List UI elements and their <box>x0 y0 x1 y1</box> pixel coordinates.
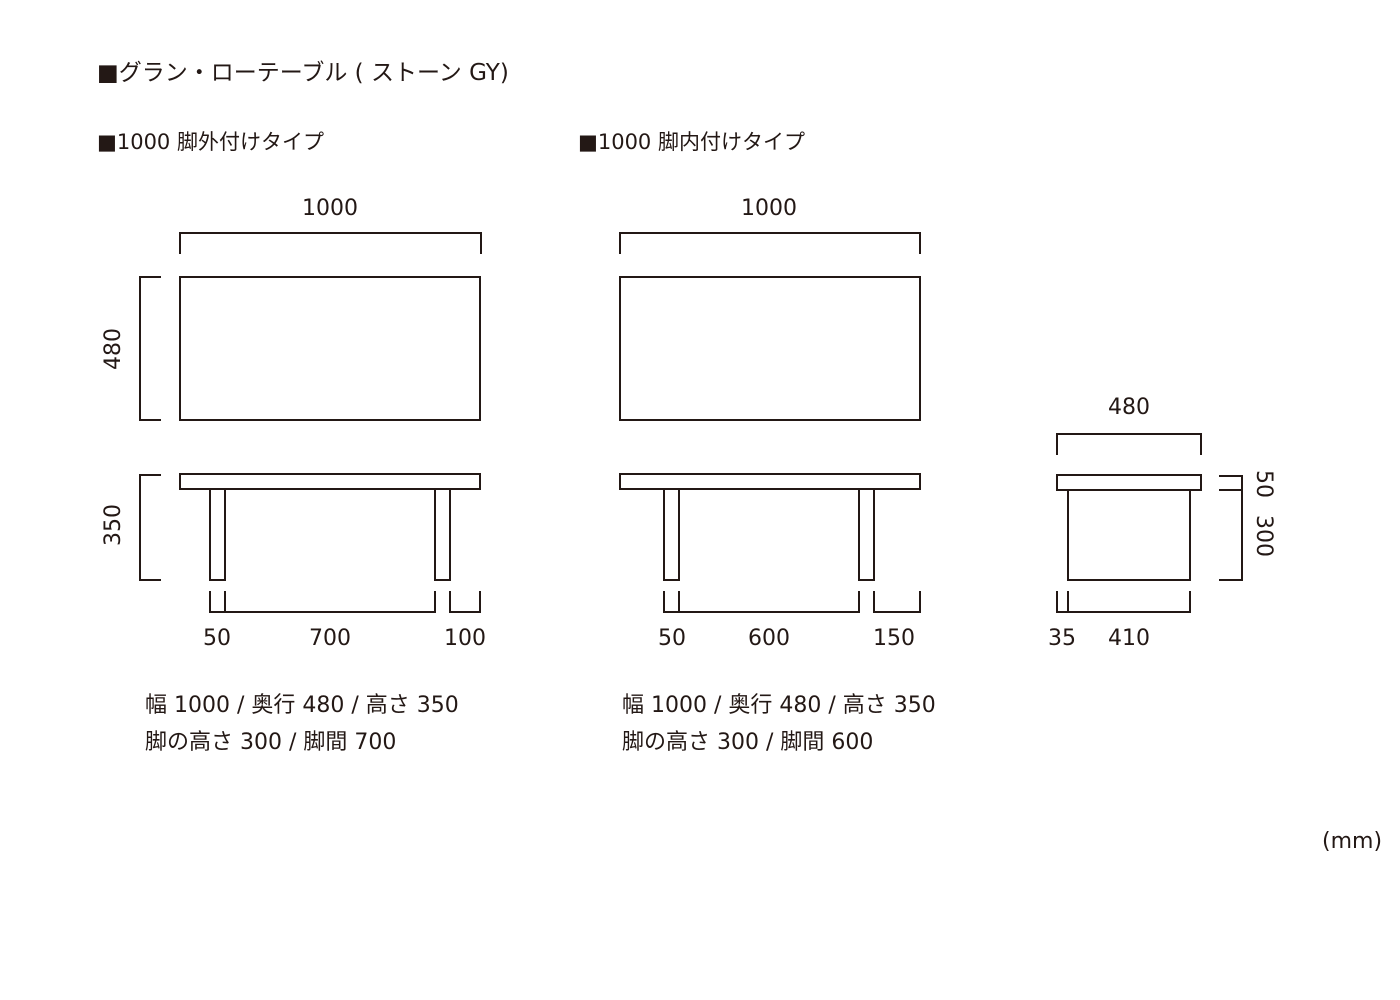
tabletop-end <box>1056 474 1202 491</box>
leg-span-label: 600 <box>748 626 790 651</box>
top-view <box>619 276 921 421</box>
leg-dim-brackets <box>663 591 921 613</box>
height-dim-bracket <box>139 474 161 581</box>
top-thickness-label: 50 <box>1251 470 1276 498</box>
spec-line-2: 脚の高さ 300 / 脚間 600 <box>622 730 873 755</box>
height-dim-label: 350 <box>101 504 126 546</box>
leg-width-label: 410 <box>1108 626 1150 651</box>
spec-line-1: 幅 1000 / 奥行 480 / 高さ 350 <box>622 693 936 718</box>
overhang-label: 100 <box>444 626 486 651</box>
leg-span-label: 700 <box>309 626 351 651</box>
leg-left <box>209 488 226 581</box>
top-view <box>179 276 481 421</box>
leg-panel <box>1067 489 1191 581</box>
depth-dim-label: 480 <box>101 328 126 370</box>
spec-line-1: 幅 1000 / 奥行 480 / 高さ 350 <box>145 693 459 718</box>
leg-inset-label: 50 <box>203 626 231 651</box>
depth-dim-bracket <box>139 276 161 421</box>
inner-leg-type: ■1000 脚内付けタイプ 1000 50 600 150 幅 1000 / 奥… <box>578 130 936 755</box>
unit-label: (mm) <box>1322 829 1382 854</box>
width-dim-bracket <box>619 232 921 254</box>
depth-dim-bracket <box>1056 433 1202 455</box>
height-dim-bracket <box>1219 475 1243 581</box>
outer-leg-type: ■1000 脚外付けタイプ 1000 480 350 50 700 100 幅 … <box>97 130 486 755</box>
leg-height-label: 300 <box>1251 515 1276 557</box>
leg-right <box>858 488 875 581</box>
end-view: 480 50 300 35 410 <box>1048 395 1276 651</box>
outer-heading: ■1000 脚外付けタイプ <box>97 130 324 154</box>
leg-dim-brackets <box>209 591 481 613</box>
leg-left <box>663 488 680 581</box>
drawing-title: ■グラン・ローテーブル ( ストーン GY) <box>97 60 509 86</box>
leg-right <box>434 488 451 581</box>
width-dim-label: 1000 <box>302 196 358 221</box>
leg-dim-brackets <box>1056 591 1191 613</box>
spec-line-2: 脚の高さ 300 / 脚間 700 <box>145 730 396 755</box>
leg-inset-label: 50 <box>658 626 686 651</box>
leg-inset-label: 35 <box>1048 626 1076 651</box>
tabletop-side <box>619 473 921 490</box>
width-dim-label: 1000 <box>741 196 797 221</box>
tabletop-side <box>179 473 481 490</box>
width-dim-bracket <box>179 232 482 254</box>
inner-heading: ■1000 脚内付けタイプ <box>578 130 805 154</box>
overhang-label: 150 <box>873 626 915 651</box>
depth-dim-label: 480 <box>1108 395 1150 420</box>
